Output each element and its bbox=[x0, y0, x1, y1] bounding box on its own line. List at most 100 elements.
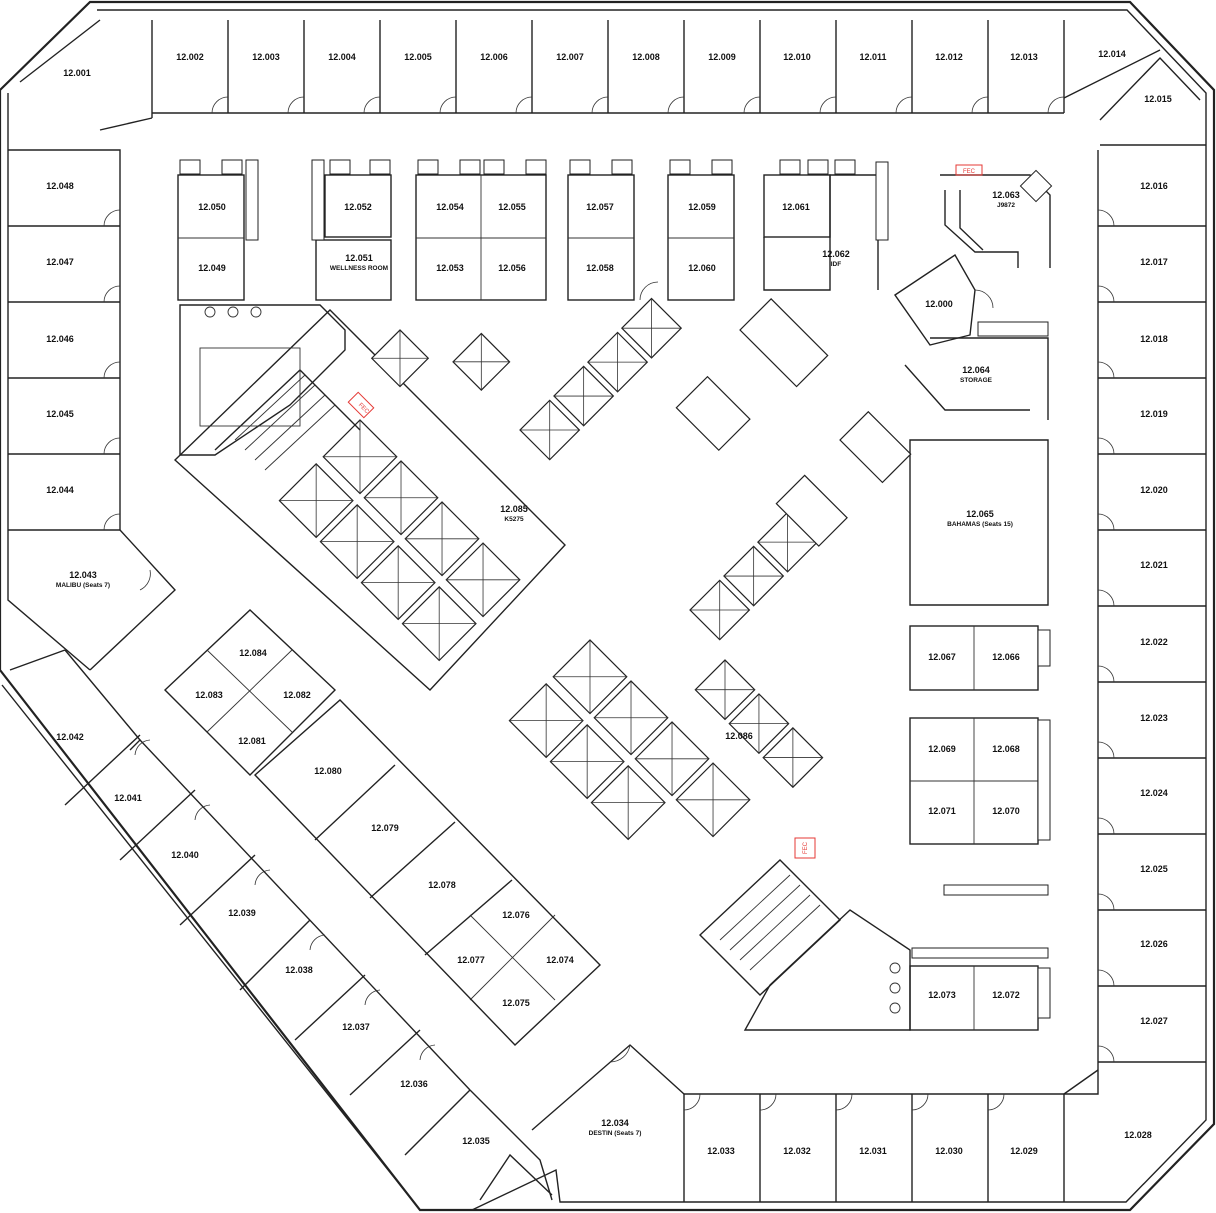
room-label-12-014: 12.014 bbox=[1098, 49, 1126, 59]
room-label-12-001: 12.001 bbox=[63, 68, 91, 78]
room-label-12-054: 12.054 bbox=[436, 202, 464, 212]
room-label-12-015: 12.015 bbox=[1144, 94, 1172, 104]
inner-north-rooms bbox=[177, 159, 889, 301]
room-label-12-032: 12.032 bbox=[783, 1146, 811, 1156]
room-sublabel-12-085: K5275 bbox=[504, 516, 524, 523]
room-label-12-055: 12.055 bbox=[498, 202, 526, 212]
room-label-12-086: 12.086 bbox=[725, 731, 753, 741]
room-label-12-051: 12.051 bbox=[345, 253, 373, 263]
room-label-12-043: 12.043 bbox=[69, 570, 97, 580]
room-label-12-056: 12.056 bbox=[498, 263, 526, 273]
room-label-12-033: 12.033 bbox=[707, 1146, 735, 1156]
room-label-12-048: 12.048 bbox=[46, 181, 74, 191]
room-label-12-003: 12.003 bbox=[252, 52, 280, 62]
room-label-12-004: 12.004 bbox=[328, 52, 356, 62]
room-label-12-083: 12.083 bbox=[195, 690, 223, 700]
northeast-rooms bbox=[894, 169, 1053, 606]
fec-label-north: FEC bbox=[963, 169, 976, 175]
room-sublabel-12-064: STORAGE bbox=[960, 377, 993, 384]
room-label-12-018: 12.018 bbox=[1140, 334, 1168, 344]
room-label-12-039: 12.039 bbox=[228, 908, 256, 918]
restroom-south bbox=[743, 909, 911, 1031]
restroom-north bbox=[179, 304, 346, 456]
room-label-12-037: 12.037 bbox=[342, 1022, 370, 1032]
room-label-12-010: 12.010 bbox=[783, 52, 811, 62]
east-inner-rooms bbox=[909, 625, 1051, 1031]
stairs-south bbox=[698, 859, 842, 996]
room-label-12-016: 12.016 bbox=[1140, 181, 1168, 191]
core-elevators bbox=[173, 164, 983, 1031]
room-label-12-062: 12.062 bbox=[822, 249, 850, 259]
room-label-12-081: 12.081 bbox=[238, 736, 266, 746]
fec-marker-north bbox=[955, 164, 983, 176]
room-label-12-044: 12.044 bbox=[46, 485, 74, 495]
southwest-offices bbox=[64, 649, 553, 1201]
room-label-12-052: 12.052 bbox=[344, 202, 372, 212]
room-sublabel-12-062: IDF bbox=[831, 261, 842, 268]
room-label-12-013: 12.013 bbox=[1010, 52, 1038, 62]
room-sublabel-12-051: WELLNESS ROOM bbox=[330, 265, 388, 272]
room-label-12-027: 12.027 bbox=[1140, 1016, 1168, 1026]
fec-marker-west bbox=[347, 391, 375, 419]
room-label-12-019: 12.019 bbox=[1140, 409, 1168, 419]
room-label-12-070: 12.070 bbox=[992, 806, 1020, 816]
room-label-12-066: 12.066 bbox=[992, 652, 1020, 662]
room-label-12-076: 12.076 bbox=[502, 910, 530, 920]
room-label-12-005: 12.005 bbox=[404, 52, 432, 62]
room-label-12-000: 12.000 bbox=[925, 299, 953, 309]
room-label-12-012: 12.012 bbox=[935, 52, 963, 62]
room-label-12-046: 12.046 bbox=[46, 334, 74, 344]
room-label-12-028: 12.028 bbox=[1124, 1130, 1152, 1140]
room-label-12-008: 12.008 bbox=[632, 52, 660, 62]
room-label-12-020: 12.020 bbox=[1140, 485, 1168, 495]
room-label-12-085: 12.085 bbox=[500, 504, 528, 514]
room-label-12-063: 12.063 bbox=[992, 190, 1020, 200]
room-label-12-007: 12.007 bbox=[556, 52, 584, 62]
room-label-12-058: 12.058 bbox=[586, 263, 614, 273]
room-label-12-065: 12.065 bbox=[966, 509, 994, 519]
south-offices bbox=[531, 1044, 1099, 1202]
room-label-12-060: 12.060 bbox=[688, 263, 716, 273]
room-label-12-002: 12.002 bbox=[176, 52, 204, 62]
room-label-12-072: 12.072 bbox=[992, 990, 1020, 1000]
room-label-12-030: 12.030 bbox=[935, 1146, 963, 1156]
room-label-12-061: 12.061 bbox=[782, 202, 810, 212]
room-label-12-057: 12.057 bbox=[586, 202, 614, 212]
west-offices bbox=[8, 149, 176, 671]
room-label-12-042: 12.042 bbox=[56, 732, 84, 742]
room-label-12-077: 12.077 bbox=[457, 955, 485, 965]
room-label-12-053: 12.053 bbox=[436, 263, 464, 273]
east-offices bbox=[1097, 150, 1206, 1070]
room-label-12-059: 12.059 bbox=[688, 202, 716, 212]
room-label-12-068: 12.068 bbox=[992, 744, 1020, 754]
room-label-12-011: 12.011 bbox=[859, 52, 886, 62]
room-label-12-024: 12.024 bbox=[1140, 788, 1168, 798]
room-sublabel-12-034: DESTIN (Seats 7) bbox=[589, 1130, 642, 1137]
room-label-12-021: 12.021 bbox=[1140, 560, 1168, 570]
room-label-12-026: 12.026 bbox=[1140, 939, 1168, 949]
room-label-12-067: 12.067 bbox=[928, 652, 956, 662]
room-label-12-074: 12.074 bbox=[546, 955, 574, 965]
room-label-12-017: 12.017 bbox=[1140, 257, 1168, 267]
fec-marker-south bbox=[794, 837, 816, 859]
room-label-12-045: 12.045 bbox=[46, 409, 74, 419]
room-label-12-023: 12.023 bbox=[1140, 713, 1168, 723]
room-label-12-029: 12.029 bbox=[1010, 1146, 1038, 1156]
room-label-12-040: 12.040 bbox=[171, 850, 199, 860]
room-label-12-078: 12.078 bbox=[428, 880, 456, 890]
room-label-12-025: 12.025 bbox=[1140, 864, 1168, 874]
room-label-12-035: 12.035 bbox=[462, 1136, 490, 1146]
room-label-12-009: 12.009 bbox=[708, 52, 736, 62]
room-label-12-047: 12.047 bbox=[46, 257, 74, 267]
fec-label-south: FEC bbox=[803, 841, 809, 854]
room-sublabel-12-043: MALIBU (Seats 7) bbox=[56, 582, 110, 589]
room-label-12-079: 12.079 bbox=[371, 823, 399, 833]
room-label-12-084: 12.084 bbox=[239, 648, 267, 658]
room-label-12-050: 12.050 bbox=[198, 202, 226, 212]
room-label-12-041: 12.041 bbox=[114, 793, 142, 803]
room-label-12-031: 12.031 bbox=[859, 1146, 887, 1156]
room-sublabel-12-065: BAHAMAS (Seats 15) bbox=[947, 521, 1013, 528]
